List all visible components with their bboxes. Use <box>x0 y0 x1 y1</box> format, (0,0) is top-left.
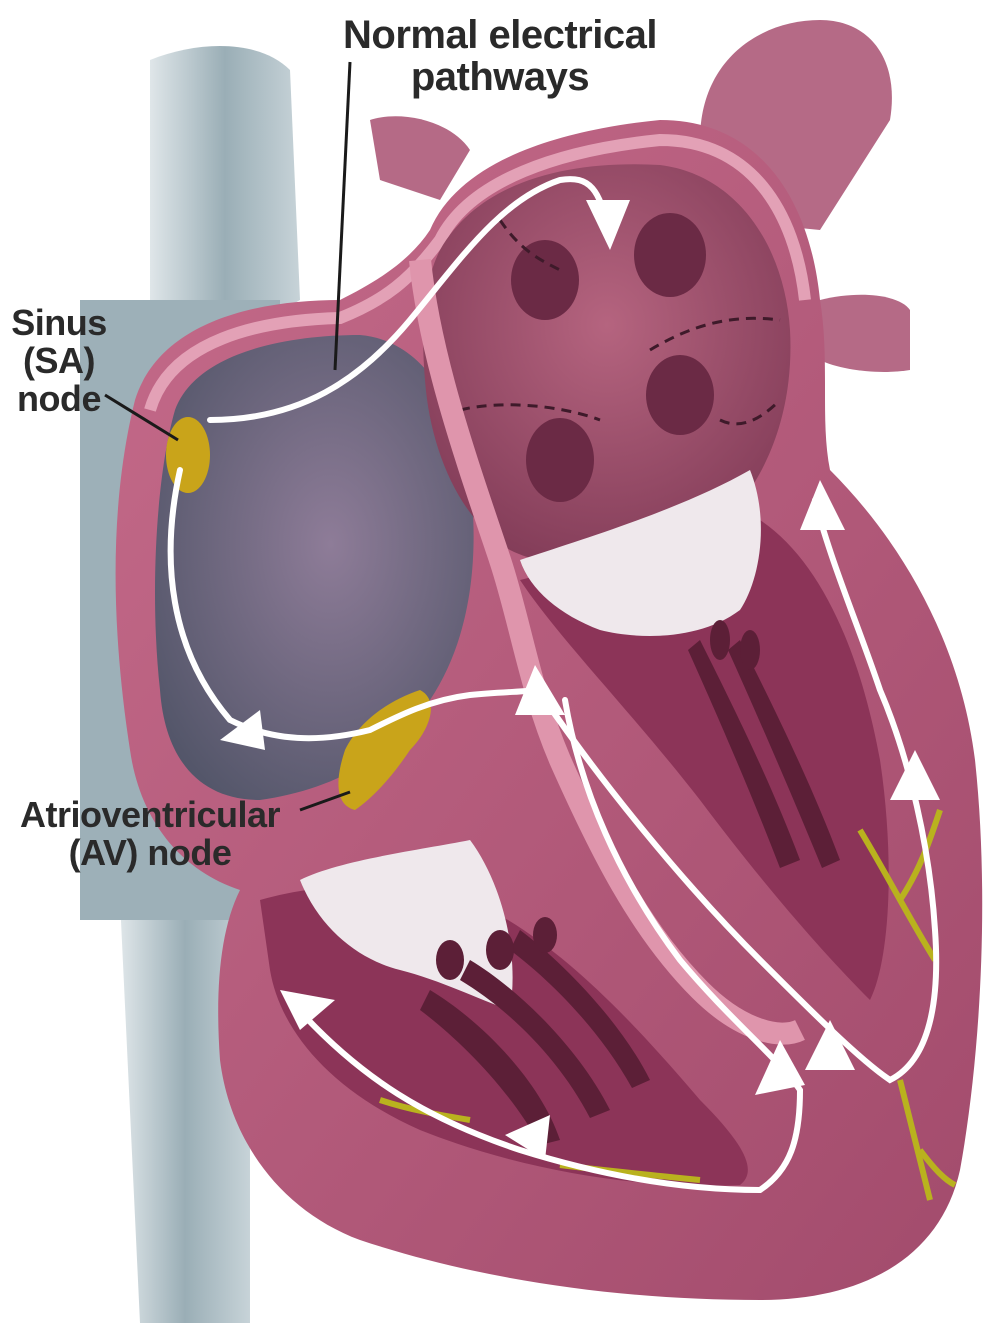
sa-node <box>166 417 210 493</box>
label-normal-electrical-pathways: Normal electrical pathways <box>250 14 750 98</box>
label-sa-line3: node <box>4 380 114 418</box>
pulmonary-vein-opening-4 <box>526 418 594 502</box>
label-av-node: Atrioventricular (AV) node <box>0 796 300 872</box>
pulmonary-vein-right <box>820 295 910 372</box>
pulmonary-vein-opening-1 <box>511 240 579 320</box>
label-sa-line1: Sinus <box>4 304 114 342</box>
label-sa-node: Sinus (SA) node <box>4 304 114 417</box>
label-av-line1: Atrioventricular <box>0 796 300 834</box>
pulmonary-vessel-top <box>370 116 470 200</box>
label-av-line2: (AV) node <box>0 834 300 872</box>
pulmonary-vein-opening-2 <box>634 213 706 297</box>
pulmonary-vein-opening-3 <box>646 355 714 435</box>
label-sa-line2: (SA) <box>4 342 114 380</box>
